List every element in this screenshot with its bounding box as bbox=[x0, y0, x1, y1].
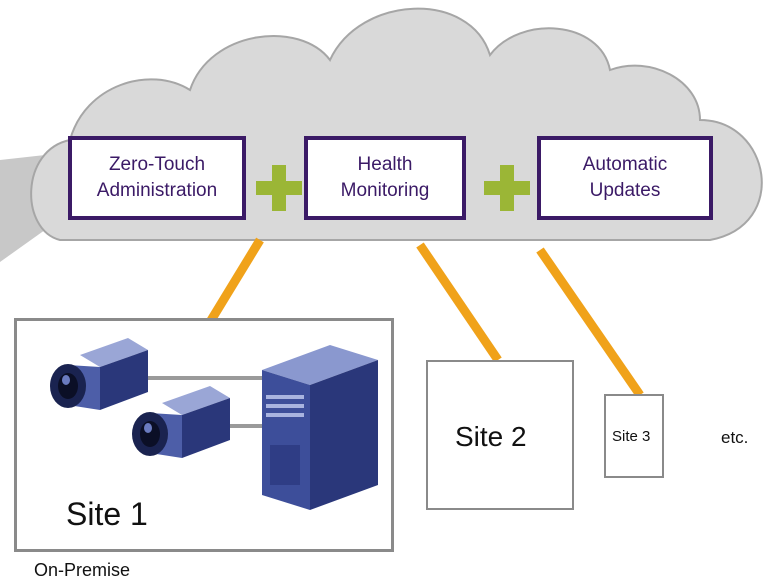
plus-icon bbox=[256, 165, 302, 211]
more-sites-label: etc. bbox=[721, 428, 749, 447]
site-3-label: Site 3 bbox=[612, 428, 651, 445]
on-premise-caption: On-Premise bbox=[34, 560, 131, 580]
service-zero-touch-administration: Zero-Touch Administration bbox=[68, 136, 246, 220]
server-icon bbox=[262, 345, 378, 510]
site-2-label: Site 2 bbox=[455, 421, 527, 452]
service-label: Health Monitoring bbox=[340, 154, 430, 201]
site-3-box bbox=[604, 394, 664, 478]
service-automatic-updates: Automatic Updates bbox=[537, 136, 713, 220]
camera-icon bbox=[50, 338, 148, 410]
service-label: Automatic Updates bbox=[582, 154, 668, 201]
camera-icon bbox=[132, 386, 230, 458]
connector-site-1 bbox=[206, 237, 264, 325]
connector-site-3 bbox=[536, 247, 644, 398]
site-1-label: Site 1 bbox=[66, 496, 148, 532]
connector-site-2 bbox=[416, 242, 502, 363]
service-health-monitoring: Health Monitoring bbox=[304, 136, 466, 220]
service-label: Zero-Touch Administration bbox=[96, 154, 218, 201]
site-2-box bbox=[426, 360, 574, 510]
plus-icon bbox=[484, 165, 530, 211]
connectors bbox=[206, 237, 644, 398]
